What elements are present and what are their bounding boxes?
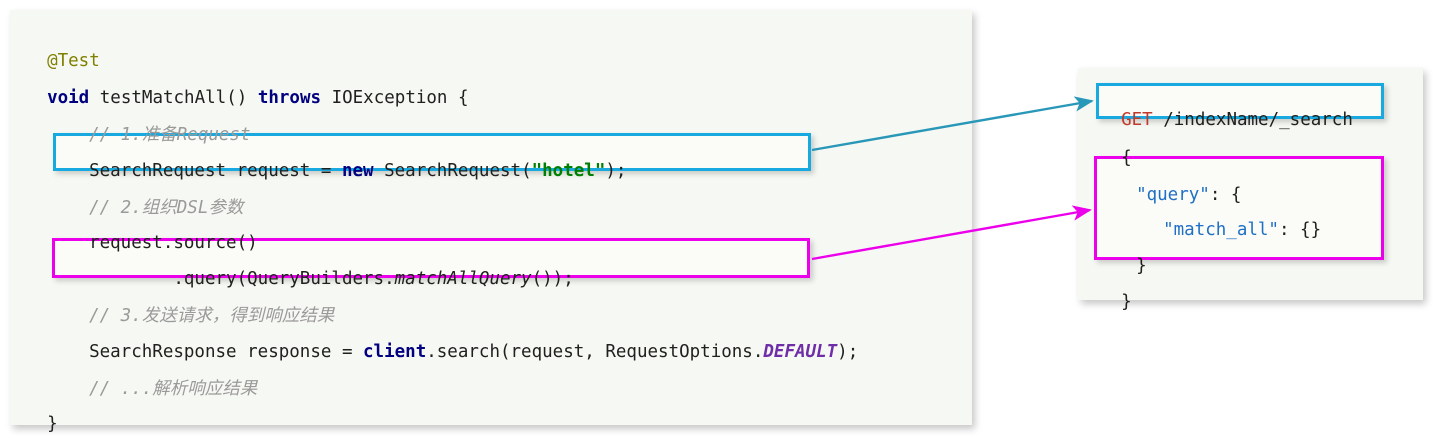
code-comment-step-1: // 1.准备Request [68, 105, 251, 145]
request-path: /indexName/_search [1152, 110, 1353, 130]
highlight-box-query-json [1094, 156, 1384, 260]
keyword-throws: throws [257, 88, 322, 108]
string-literal-hotel: "hotel" [531, 161, 606, 181]
dsl-line-open-brace: { [1100, 128, 1132, 168]
code-line-search-response: SearchResponse response = client.search(… [68, 322, 858, 362]
comment-text: // 1.准备Request [89, 125, 251, 145]
dsl-line-get: GET /indexName/_search [1100, 90, 1353, 130]
comment-text: // 2.组织DSL参数 [89, 198, 244, 218]
highlight-box-search-request [53, 133, 811, 171]
keyword-new: new [341, 161, 374, 181]
dsl-line-match-all: "match_all": {} [1142, 200, 1321, 240]
query-call-suffix: ()); [531, 269, 574, 289]
statement-terminator: ); [605, 161, 627, 181]
code-comment-step-3: // 3.发送请求，得到响应结果 [68, 286, 334, 326]
query-call-prefix: .query(QueryBuilders. [89, 269, 395, 289]
code-line-closing-brace: } [26, 394, 58, 434]
http-verb-get: GET [1121, 110, 1153, 130]
search-request-decl: SearchRequest request = [89, 161, 342, 181]
json-empty-object: : {} [1278, 220, 1322, 240]
search-response-decl: SearchResponse response = [89, 342, 364, 362]
json-key-match-all: "match_all" [1163, 220, 1279, 240]
field-client: client [363, 342, 427, 362]
code-panel [10, 10, 972, 425]
dsl-line-query-key: "query": { [1115, 165, 1241, 205]
closing-brace: } [47, 414, 58, 434]
constant-default: DEFAULT [763, 342, 838, 362]
json-close-brace-root: } [1121, 292, 1132, 312]
dsl-line-close-query: } [1115, 236, 1147, 276]
json-close-brace-query: } [1136, 256, 1147, 276]
method-matchallquery: matchAllQuery [394, 269, 532, 289]
search-request-ctor: SearchRequest( [373, 161, 532, 181]
code-comment-step-4: // ...解析响应结果 [68, 359, 257, 399]
exception-ioexception: IOException { [321, 88, 469, 108]
code-line-method-signature: void testMatchAll() throws IOException { [26, 68, 469, 108]
comment-text: // 3.发送请求，得到响应结果 [89, 306, 335, 326]
comment-text: // ...解析响应结果 [89, 379, 258, 399]
statement-terminator: ); [837, 342, 859, 362]
search-invocation: .search(request, RequestOptions. [426, 342, 764, 362]
json-key-query: "query" [1136, 185, 1210, 205]
keyword-void: void [47, 88, 90, 108]
highlight-box-get-request [1096, 83, 1384, 119]
method-name-testmatchall: testMatchAll() [89, 88, 258, 108]
code-line-query-builder: .query(QueryBuilders.matchAllQuery()); [68, 249, 574, 289]
json-colon-brace: : { [1209, 185, 1242, 205]
code-line-annotation: @Test [26, 31, 100, 71]
json-open-brace: { [1121, 148, 1132, 168]
code-line-search-request: SearchRequest request = new SearchReques… [68, 141, 626, 181]
annotation-test-token: @Test [47, 51, 100, 71]
dsl-line-close-root: } [1100, 272, 1132, 312]
code-line-request-source: request.source() [68, 213, 258, 253]
highlight-box-query-builder [52, 238, 810, 278]
code-comment-step-2: // 2.组织DSL参数 [68, 178, 243, 218]
request-source-call: request.source() [89, 233, 258, 253]
